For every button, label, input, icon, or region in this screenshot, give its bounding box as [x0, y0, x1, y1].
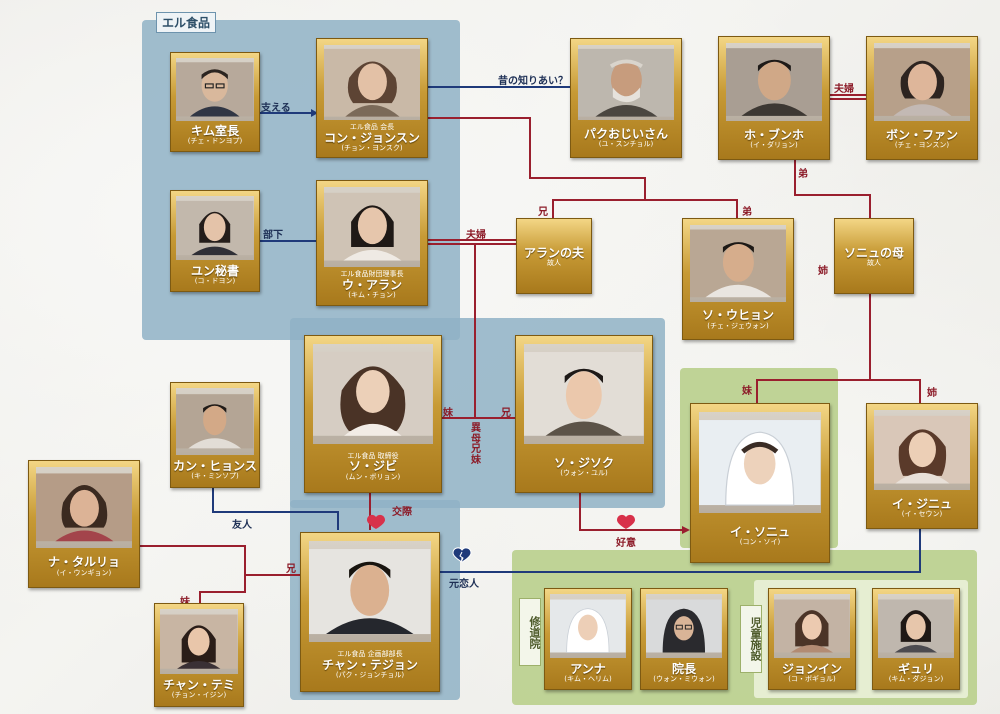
card-alan-husband[interactable]: アランの夫故人 — [516, 218, 592, 294]
card-sonyu-mother[interactable]: ソニュの母故人 — [834, 218, 914, 294]
card-ho[interactable]: ホ・ブンホ(イ・ダリョン) — [718, 36, 830, 160]
card-waran[interactable]: エル食品財団理事長ウ・アラン(キム・チョン) — [316, 180, 428, 306]
portrait-gyuri — [878, 594, 954, 658]
line-chang-temi — [199, 575, 246, 603]
label-support: 支える — [261, 103, 291, 114]
heart-liking-icon — [617, 514, 635, 529]
card-anna[interactable]: アンナ(キム・ヘリム) — [544, 588, 632, 690]
line-ho-sonyumother — [794, 160, 871, 218]
label-younger-brother-1: 弟 — [742, 207, 752, 218]
card-jonin[interactable]: ジョンイン(コ・ボギョル) — [768, 588, 856, 690]
label-ex-lover: 元恋人 — [449, 579, 479, 590]
portrait-director — [646, 594, 722, 658]
card-bong[interactable]: ボン・ファン(チェ・ヨンスン) — [866, 36, 978, 160]
label-elder-brother-1: 兄 — [538, 207, 548, 218]
portrait-sonyu — [699, 411, 821, 513]
line-kan-chang — [212, 487, 339, 530]
label-half-siblings: 異母兄妹 — [471, 423, 481, 466]
line-sonyumother-jinyu — [870, 379, 921, 403]
label-couple-ho-bong: 夫婦 — [834, 84, 854, 95]
card-so-jibi[interactable]: エル食品 取締役ソ・ジビ(ムン・ボリョン) — [304, 335, 442, 493]
portrait-na — [35, 467, 133, 548]
card-gyuri[interactable]: ギュリ(キム・ダジョン) — [872, 588, 960, 690]
card-so-uhyon[interactable]: ソ・ウヒョン(チェ・ジェウォン) — [682, 218, 794, 340]
heart-dating-icon — [367, 514, 385, 529]
card-kong[interactable]: エル食品 会長コン・ジョンスン(チョン・ヨンスク) — [316, 38, 428, 158]
portrait-so-uhyon — [689, 225, 787, 302]
el-foods-label: エル食品 — [156, 12, 217, 33]
portrait-waran — [323, 187, 421, 267]
label-younger-sister-1: 妹 — [443, 408, 453, 419]
line-jisok-sonyu — [579, 490, 688, 531]
card-so-jisok[interactable]: ソ・ジソク(ウォン・ユル) — [515, 335, 653, 493]
portrait-anna — [550, 594, 626, 658]
label-couple-waran: 夫婦 — [466, 230, 486, 241]
card-director[interactable]: 院長(ウォン・ミウォン) — [640, 588, 728, 690]
portrait-so-jibi — [313, 343, 433, 444]
card-sonyu[interactable]: イ・ソニュ(コン・ソイ) — [690, 403, 830, 563]
label-younger-sister-2: 妹 — [742, 386, 752, 397]
portrait-park — [577, 44, 675, 121]
childrens-home-label: 児童施設 — [740, 605, 762, 673]
arrow-kim-kong — [311, 109, 318, 117]
line-chang-jinyu — [438, 528, 921, 573]
label-elder-brother-2: 兄 — [501, 408, 511, 419]
label-friend: 友人 — [232, 520, 252, 531]
portrait-kong — [323, 44, 421, 121]
portrait-chang — [309, 540, 431, 642]
card-na[interactable]: ナ・タルリョ(イ・ウンギョン) — [28, 460, 140, 588]
portrait-so-jisok — [524, 343, 644, 444]
label-old-acquaintance: 昔の知りあい？ — [498, 76, 568, 87]
label-younger-sister-3: 妹 — [180, 593, 190, 608]
portrait-kim — [176, 57, 254, 121]
portrait-eun — [176, 196, 254, 260]
card-kan[interactable]: カン・ヒョンス(キ・ミンソプ) — [170, 382, 260, 488]
line-alanhusband-brother — [552, 199, 645, 218]
card-chang[interactable]: エル食品 企画部部長チャン・テジョン(パク・ジョンチョル) — [300, 532, 440, 692]
portrait-kan — [176, 388, 254, 455]
label-younger-brother-2: 弟 — [798, 169, 808, 180]
broken-heart-icon — [452, 547, 472, 563]
line-na-chang — [137, 545, 300, 576]
portrait-chang-temi — [160, 609, 238, 675]
label-elder-sister-2: 姉 — [927, 388, 937, 399]
card-chang-temi[interactable]: チャン・テミ(チョン・イジン) — [154, 603, 244, 707]
card-eun[interactable]: ユン秘書(コ・ドヨン) — [170, 190, 260, 292]
label-dating: 交際 — [392, 507, 412, 518]
card-kim[interactable]: キム室長(チェ・ドンヨプ) — [170, 52, 260, 152]
portrait-jonin — [774, 594, 850, 658]
label-elder-sister-1: 姉 — [818, 266, 828, 277]
portrait-jinyu — [873, 410, 971, 490]
convent-label: 修道院 — [519, 598, 541, 666]
portrait-bong — [873, 43, 971, 122]
label-elder-brother-3: 兄 — [286, 564, 296, 575]
label-liking: 好意 — [616, 538, 636, 549]
label-subordinate: 部下 — [263, 230, 283, 241]
portrait-ho — [725, 43, 823, 122]
line-kong-sons — [425, 117, 738, 222]
card-park[interactable]: パクおじいさん(ユ・スンチョル) — [570, 38, 682, 158]
line-sonyumother-daughters — [756, 292, 871, 403]
arrow-jisok-sonyu — [682, 526, 690, 534]
card-jinyu[interactable]: イ・ジニュ(イ・セウン) — [866, 403, 978, 529]
